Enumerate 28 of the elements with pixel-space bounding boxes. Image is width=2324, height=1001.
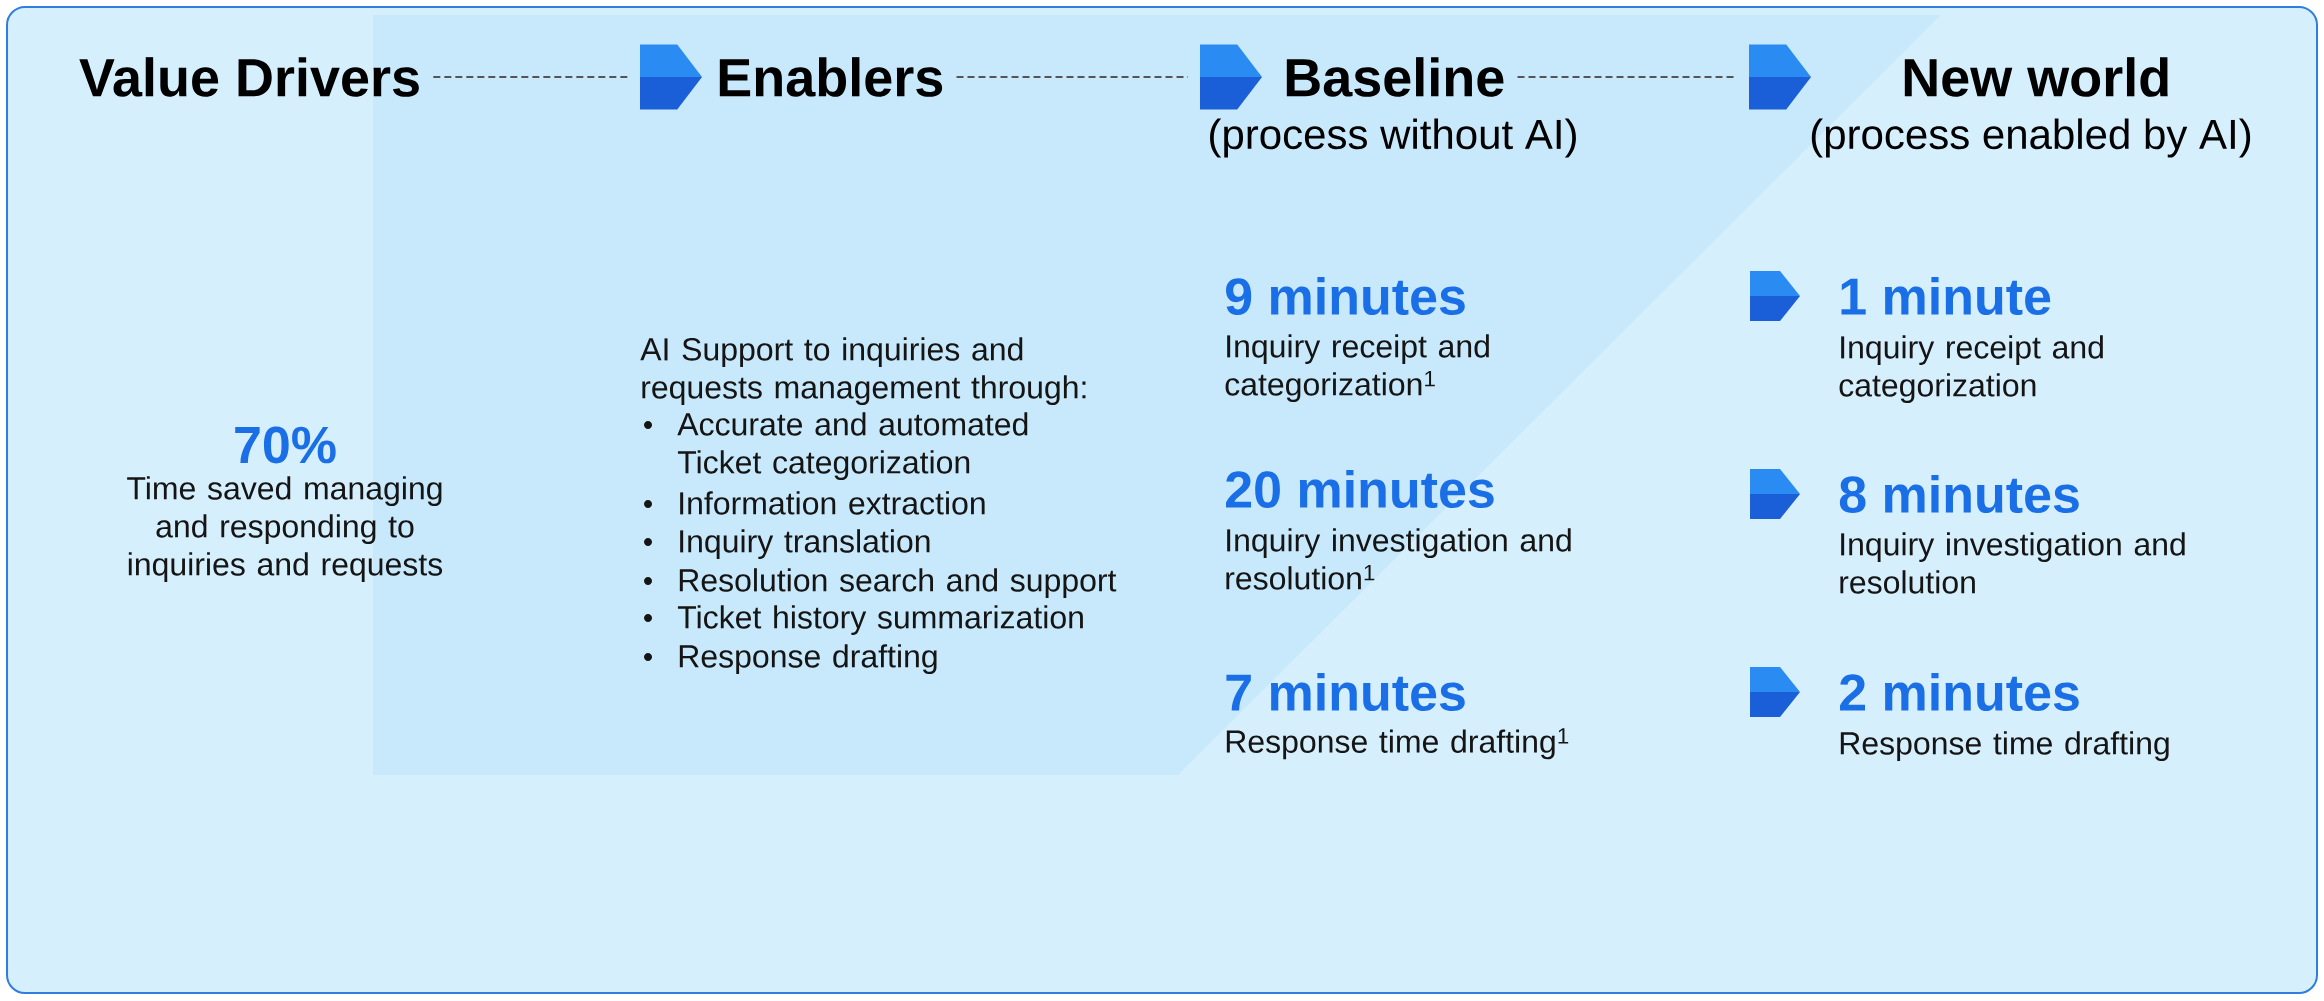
- percentage-value: 70%: [235, 426, 336, 464]
- time-value: 20 minutes: [1226, 469, 1494, 509]
- subtitle: (process without AI): [1210, 118, 1576, 158]
- time-value: 9 minutes: [1226, 276, 1465, 316]
- step-description: Inquiry investigation and resolution$^{1}$: [1226, 528, 1571, 590]
- header-title: Value Drivers: [79, 57, 419, 97]
- bullet-item: Response drafting: [644, 644, 937, 674]
- header-title: Enablers: [719, 57, 943, 97]
- time-value: 2 minutes: [1840, 672, 2079, 712]
- bullet-item: Resolution search and support: [644, 568, 1117, 598]
- step-description: Response time drafting: [1840, 731, 2169, 761]
- bullet-item: Information extraction: [644, 491, 985, 515]
- description: Time saved managing and responding to inquiries and requests: [127, 476, 443, 582]
- dashed-connector: [432, 76, 629, 78]
- header-title: New world: [1904, 57, 2168, 97]
- intro-text: AI Support to inquiries and requests management through:: [640, 337, 1086, 405]
- header-title: Baseline: [1286, 57, 1504, 97]
- subtitle: (process enabled by AI): [1811, 118, 2251, 158]
- bullet-item: Inquiry translation: [644, 529, 930, 559]
- step-description: Inquiry receipt and categorization: [1839, 335, 2103, 403]
- bullet-item: Accurate and automated Ticket categorization: [644, 412, 1028, 480]
- step-description: Inquiry receipt and categorization$^{1}$: [1225, 334, 1489, 402]
- bullet-item: Ticket history summarization: [644, 605, 1083, 635]
- time-value: 8 minutes: [1839, 474, 2079, 514]
- step-description: Response time drafting$^{1}$: [1226, 728, 1569, 760]
- time-value: 7 minutes: [1226, 672, 1465, 712]
- time-value: 1 minute: [1841, 276, 2051, 316]
- step-description: Inquiry investigation and resolution: [1840, 532, 2185, 594]
